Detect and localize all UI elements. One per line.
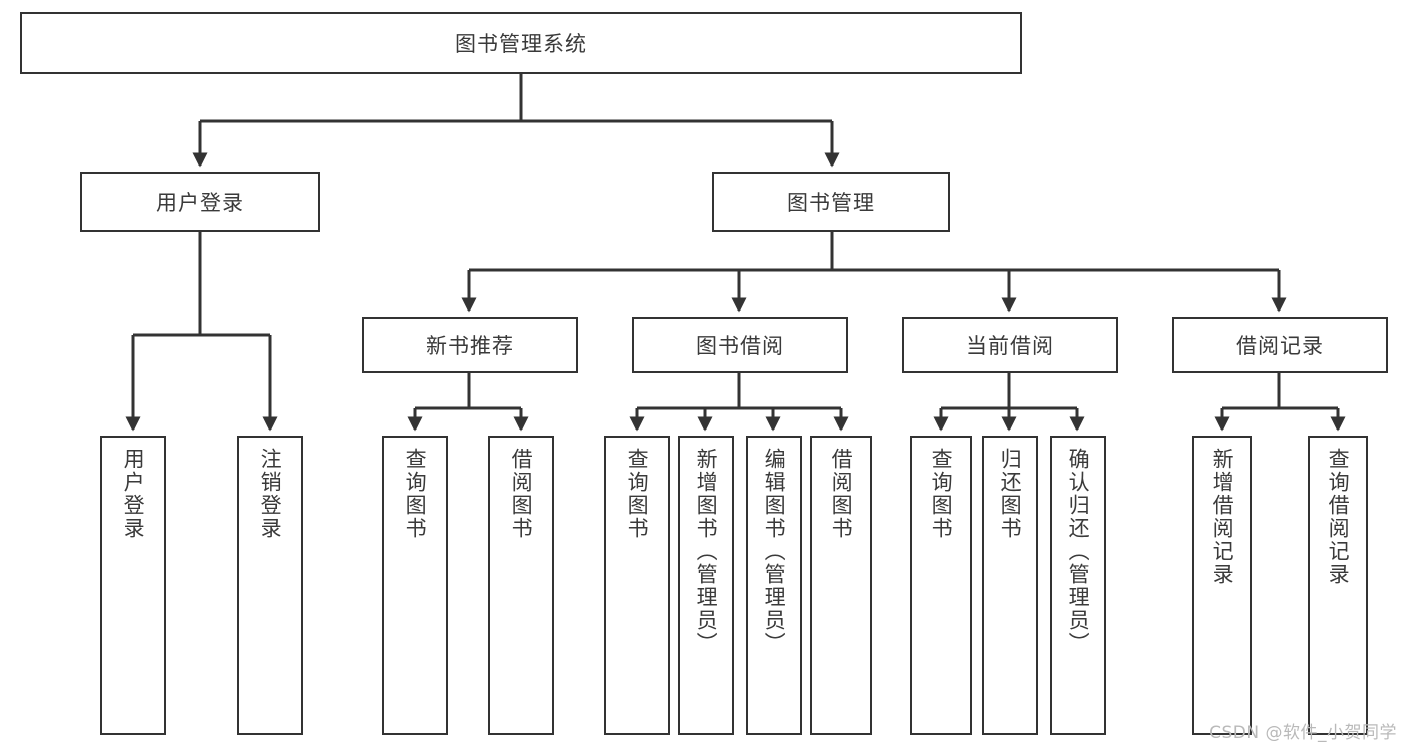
node-book-management[interactable]: 图书管理 xyxy=(712,172,950,232)
node-leaf-query-book-2[interactable]: 查询图书 xyxy=(604,436,670,735)
node-leaf-query-borrow-record[interactable]: 查询借阅记录 xyxy=(1308,436,1368,735)
node-leaf-user-login[interactable]: 用户登录 xyxy=(100,436,166,735)
csdn-watermark: CSDN @软件_小贺同学 xyxy=(1209,723,1397,743)
node-leaf-query-book-1-label: 查询图书 xyxy=(403,448,428,540)
node-leaf-query-book-3-label: 查询图书 xyxy=(929,448,954,540)
node-current-borrow-label: 当前借阅 xyxy=(966,334,1054,358)
node-new-book-recommend[interactable]: 新书推荐 xyxy=(362,317,578,373)
node-leaf-add-borrow-record[interactable]: 新增借阅记录 xyxy=(1192,436,1252,735)
node-leaf-return-book-label: 归还图书 xyxy=(998,448,1023,540)
node-leaf-borrow-book-2[interactable]: 借阅图书 xyxy=(810,436,872,735)
node-leaf-query-book-3[interactable]: 查询图书 xyxy=(910,436,972,735)
node-leaf-add-book[interactable]: 新增图书（管理员） xyxy=(678,436,734,735)
node-leaf-edit-book[interactable]: 编辑图书（管理员） xyxy=(746,436,802,735)
node-title-root-label: 图书管理系统 xyxy=(455,32,587,56)
node-leaf-borrow-book-1[interactable]: 借阅图书 xyxy=(488,436,554,735)
node-leaf-logout[interactable]: 注销登录 xyxy=(237,436,303,735)
node-leaf-add-book-label: 新增图书（管理员） xyxy=(694,448,719,655)
node-leaf-query-book-1[interactable]: 查询图书 xyxy=(382,436,448,735)
node-borrow-record[interactable]: 借阅记录 xyxy=(1172,317,1388,373)
node-new-book-recommend-label: 新书推荐 xyxy=(426,334,514,358)
node-leaf-borrow-book-2-label: 借阅图书 xyxy=(829,448,854,540)
node-current-borrow[interactable]: 当前借阅 xyxy=(902,317,1118,373)
node-book-management-label: 图书管理 xyxy=(787,191,875,215)
node-leaf-user-login-label: 用户登录 xyxy=(121,448,146,540)
node-book-borrow[interactable]: 图书借阅 xyxy=(632,317,848,373)
node-user-login[interactable]: 用户登录 xyxy=(80,172,320,232)
node-book-borrow-label: 图书借阅 xyxy=(696,334,784,358)
node-title-root[interactable]: 图书管理系统 xyxy=(20,12,1022,74)
node-leaf-borrow-book-1-label: 借阅图书 xyxy=(509,448,534,540)
node-leaf-add-borrow-record-label: 新增借阅记录 xyxy=(1210,448,1235,586)
node-leaf-confirm-return-label: 确认归还（管理员） xyxy=(1066,448,1091,655)
node-borrow-record-label: 借阅记录 xyxy=(1236,334,1324,358)
node-leaf-query-borrow-record-label: 查询借阅记录 xyxy=(1326,448,1351,586)
node-user-login-label: 用户登录 xyxy=(156,191,244,215)
node-leaf-return-book[interactable]: 归还图书 xyxy=(982,436,1038,735)
node-leaf-edit-book-label: 编辑图书（管理员） xyxy=(762,448,787,655)
node-leaf-logout-label: 注销登录 xyxy=(258,448,283,540)
node-leaf-query-book-2-label: 查询图书 xyxy=(625,448,650,540)
node-leaf-confirm-return[interactable]: 确认归还（管理员） xyxy=(1050,436,1106,735)
